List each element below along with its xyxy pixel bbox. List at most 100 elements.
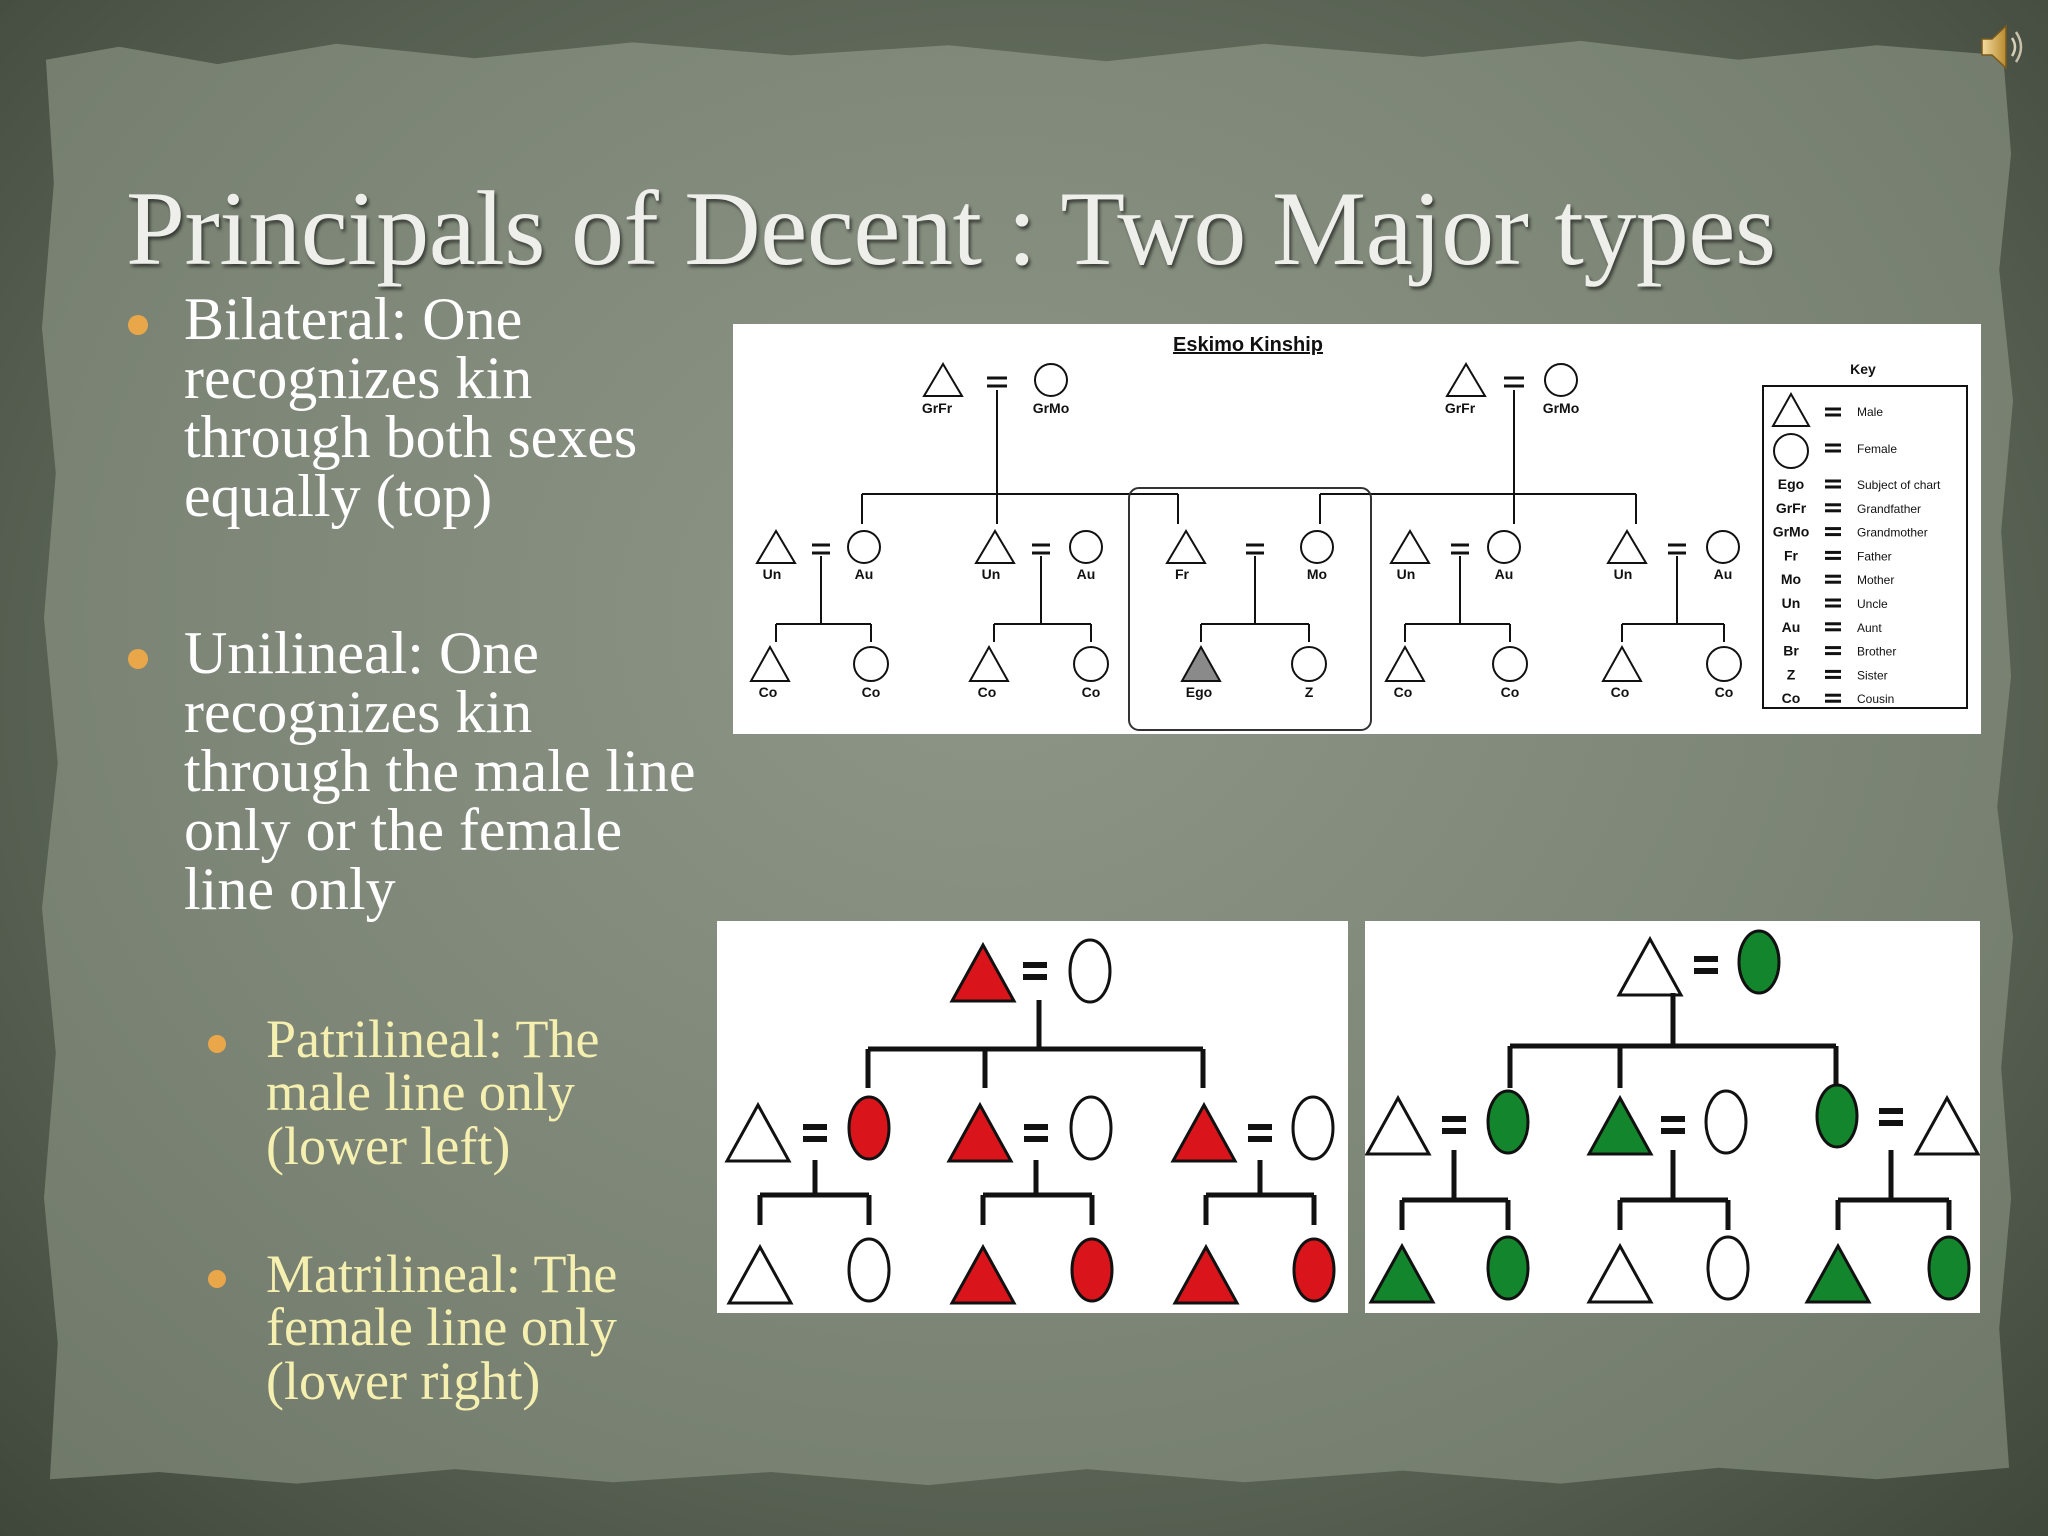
female-circle-filled xyxy=(1927,1235,1971,1301)
bullet-dot xyxy=(128,649,148,669)
marriage-equals xyxy=(1442,1116,1466,1134)
bullet-line: only or the female xyxy=(184,797,623,864)
ego-triangle xyxy=(1180,644,1222,682)
male-triangle xyxy=(1913,1094,1980,1156)
bullet-line: Unilineal: One xyxy=(184,620,539,686)
marriage-equals xyxy=(1668,543,1686,555)
key-abbr: GrMo xyxy=(1773,524,1810,540)
key-label: Sister xyxy=(1857,668,1888,682)
key-title: Key xyxy=(1850,361,1876,377)
marriage-equals xyxy=(1248,1124,1272,1142)
female-circle xyxy=(1706,646,1742,682)
female-circle-filled xyxy=(1292,1237,1336,1303)
marriage-equals xyxy=(1825,550,1841,560)
key-abbr: Ego xyxy=(1778,476,1804,492)
marriage-equals xyxy=(1825,574,1841,584)
bullet-line: equally (top) xyxy=(184,463,493,530)
person-label: Un xyxy=(982,566,1001,582)
male-triangle xyxy=(1389,529,1431,564)
person-label: Au xyxy=(1077,566,1096,582)
bullet-line: recognizes kin xyxy=(184,345,533,412)
key-abbr: Un xyxy=(1782,595,1801,611)
female-circle xyxy=(847,530,881,564)
female-circle xyxy=(1704,1089,1748,1155)
key-abbr: Fr xyxy=(1784,547,1799,563)
subbullet-matrilineal: Matrilineal: The female line only (lower… xyxy=(208,1247,617,1408)
female-circle xyxy=(1291,1095,1335,1161)
marriage-equals xyxy=(1825,407,1841,417)
bullet-line: through the male line xyxy=(184,738,696,805)
bullet-dot xyxy=(128,315,148,335)
marriage-equals xyxy=(987,376,1007,388)
male-triangle-filled xyxy=(1586,1094,1654,1156)
key-abbr: Br xyxy=(1783,643,1799,659)
person-label: GrFr xyxy=(1445,400,1476,416)
male-triangle xyxy=(1445,362,1487,397)
bullet-dot xyxy=(208,1270,226,1288)
bullet-line: line only xyxy=(184,856,396,923)
key-label: Female xyxy=(1857,442,1897,456)
person-label: Co xyxy=(1082,684,1101,700)
key-label: Brother xyxy=(1857,645,1896,659)
key-abbr: Mo xyxy=(1781,571,1801,587)
female-circle xyxy=(1069,1095,1113,1161)
diagram-title: Eskimo Kinship xyxy=(1173,334,1323,356)
male-triangle-filled xyxy=(946,1101,1014,1163)
male-triangle xyxy=(724,1101,792,1163)
marriage-equals xyxy=(812,543,830,555)
key-abbr: Co xyxy=(1782,690,1801,706)
marriage-equals xyxy=(1694,956,1718,974)
male-triangle xyxy=(974,529,1016,564)
marriage-equals xyxy=(1825,693,1841,703)
male-triangle-filled xyxy=(949,941,1017,1003)
male-triangle xyxy=(1365,1094,1432,1156)
key-label: Subject of chart xyxy=(1857,478,1941,492)
female-circle xyxy=(1706,1235,1750,1301)
nuclear-family-box xyxy=(1128,487,1372,731)
male-triangle xyxy=(1384,644,1426,682)
female-circle-filled xyxy=(1486,1235,1530,1301)
male-triangle-filled xyxy=(1368,1242,1436,1304)
marriage-equals xyxy=(1504,376,1524,388)
female-circle xyxy=(847,1237,891,1303)
marriage-equals xyxy=(1023,962,1047,980)
person-label: Co xyxy=(1715,684,1734,700)
key-label: Grandmother xyxy=(1857,526,1928,540)
marriage-equals xyxy=(803,1124,827,1142)
female-circle xyxy=(1544,363,1578,397)
person-label: Fr xyxy=(1175,566,1190,582)
person-label: Un xyxy=(763,566,782,582)
bullet-line: Patrilineal: The xyxy=(266,1009,600,1069)
male-triangle xyxy=(726,1243,794,1305)
key-label: Uncle xyxy=(1857,597,1888,611)
marriage-equals xyxy=(1246,543,1264,555)
key-male-icon xyxy=(1771,391,1811,427)
key-label: Mother xyxy=(1857,573,1894,587)
matrilineal-diagram xyxy=(1365,921,1980,1313)
marriage-equals xyxy=(1825,479,1841,489)
male-triangle-filled xyxy=(1172,1243,1240,1305)
person-label: Mo xyxy=(1307,566,1327,582)
person-label: Ego xyxy=(1186,684,1212,700)
male-triangle xyxy=(1606,529,1648,564)
marriage-equals xyxy=(1451,543,1469,555)
marriage-equals xyxy=(1879,1108,1903,1126)
female-circle xyxy=(1492,646,1528,682)
speaker-icon[interactable] xyxy=(1978,18,2028,76)
marriage-equals xyxy=(1825,598,1841,608)
person-label: Au xyxy=(1714,566,1733,582)
marriage-equals xyxy=(1825,622,1841,632)
key-label: Father xyxy=(1857,549,1892,563)
person-label: Co xyxy=(862,684,881,700)
person-label: Co xyxy=(1611,684,1630,700)
key-label: Aunt xyxy=(1857,621,1882,635)
person-label: Co xyxy=(759,684,778,700)
female-circle-filled xyxy=(847,1095,891,1161)
bullet-dot xyxy=(208,1035,226,1053)
person-label: Au xyxy=(855,566,874,582)
bullet-line: male line only xyxy=(266,1062,575,1123)
person-label: Z xyxy=(1305,684,1314,700)
marriage-equals xyxy=(1661,1116,1685,1134)
